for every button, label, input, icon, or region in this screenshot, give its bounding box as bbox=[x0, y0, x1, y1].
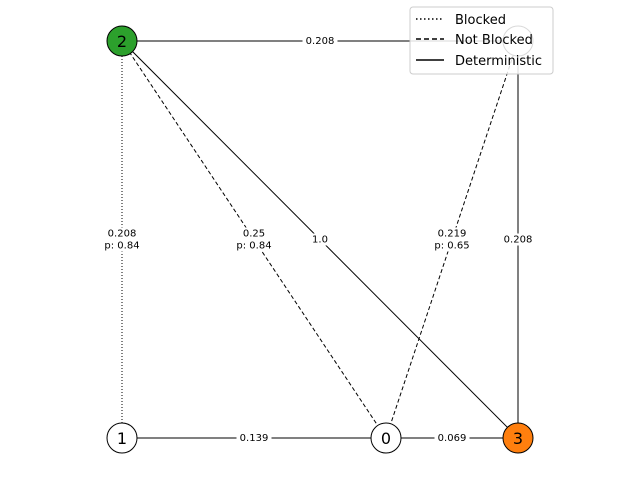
node-circle-2 bbox=[106, 25, 138, 57]
legend-box bbox=[409, 6, 554, 75]
edge-weight-2-4: 0.208 bbox=[306, 36, 335, 47]
edge-label-bg-2-0 bbox=[230, 227, 278, 252]
edge-weight-2-3: 1.0 bbox=[312, 235, 328, 246]
edge-2-0 bbox=[121, 40, 387, 439]
node-1: 1 bbox=[106, 422, 138, 454]
node-label-2: 2 bbox=[117, 32, 127, 51]
legend-label-not-blocked: Not Blocked bbox=[455, 33, 533, 48]
edge-label-bg-2-4 bbox=[302, 35, 338, 47]
edge-prob-2-0: p: 0.84 bbox=[236, 241, 271, 252]
edge-prob-4-0: p: 0.65 bbox=[434, 241, 469, 252]
edge-label-bg-4-0 bbox=[428, 227, 476, 252]
edge-label-bg-0-3 bbox=[434, 432, 470, 444]
node-circle-0 bbox=[370, 422, 402, 454]
legend-label-blocked: Blocked bbox=[455, 13, 506, 28]
edge-weight-0-3: 0.069 bbox=[438, 433, 467, 444]
node-label-0: 0 bbox=[381, 429, 391, 448]
edge-label-bg-2-3 bbox=[308, 233, 332, 246]
node-label-1: 1 bbox=[117, 429, 127, 448]
node-circle-3 bbox=[502, 422, 534, 454]
node-2: 2 bbox=[106, 25, 138, 57]
node-label-3: 3 bbox=[513, 429, 523, 448]
node-3: 3 bbox=[502, 422, 534, 454]
legend: Blocked Not Blocked Deterministic bbox=[409, 6, 554, 75]
edge-label-bg-2-1 bbox=[98, 227, 146, 252]
edge-label-bg-4-3 bbox=[500, 233, 536, 246]
edge-weight-4-0: 0.219 bbox=[438, 229, 467, 240]
edge-weight-1-0: 0.139 bbox=[240, 433, 269, 444]
legend-label-deterministic: Deterministic bbox=[455, 54, 542, 69]
edge-weight-2-0: 0.25 bbox=[243, 229, 265, 240]
node-circle-1 bbox=[106, 422, 138, 454]
edge-weight-2-1: 0.208 bbox=[108, 229, 137, 240]
edge-prob-2-1: p: 0.84 bbox=[104, 241, 139, 252]
edge-weight-4-3: 0.208 bbox=[504, 235, 533, 246]
node-0: 0 bbox=[370, 422, 402, 454]
edge-label-bg-1-0 bbox=[236, 432, 272, 444]
